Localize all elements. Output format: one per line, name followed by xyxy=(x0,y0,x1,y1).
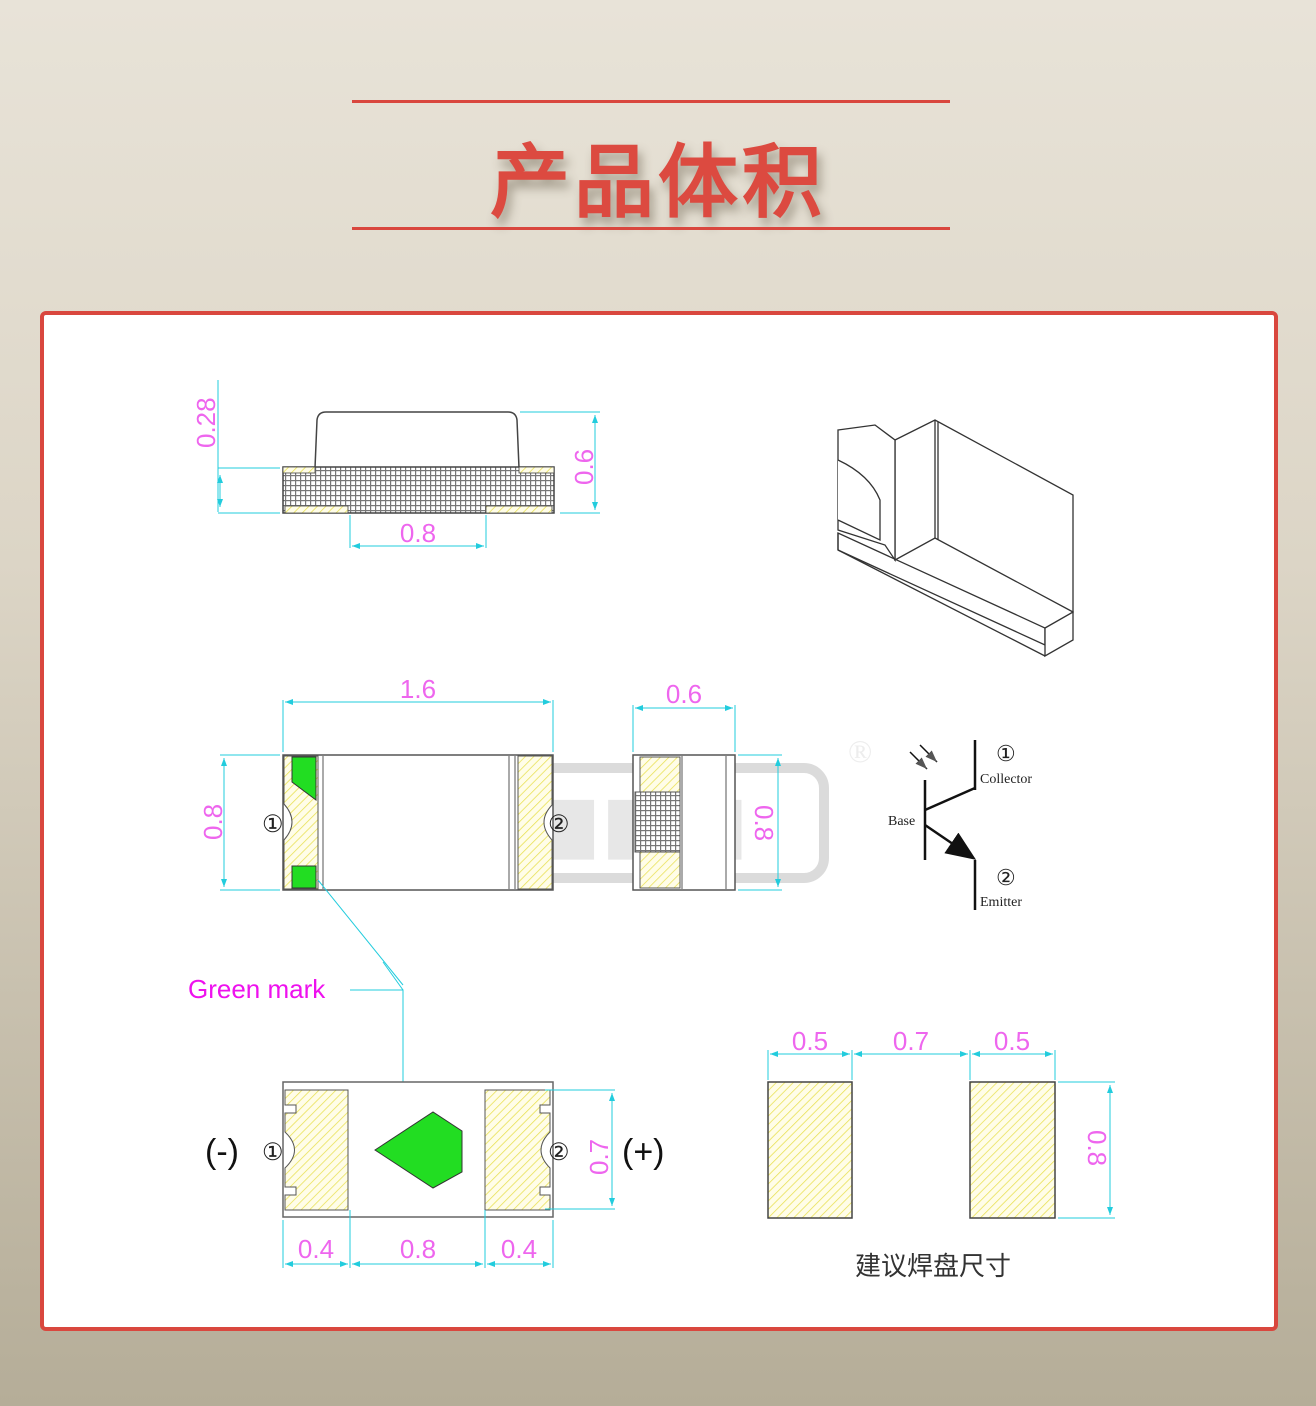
land-dim-gap: 0.7 xyxy=(893,1026,929,1056)
land-dim-pad1: 0.5 xyxy=(792,1026,828,1056)
land-pattern: 0.5 0.7 0.5 0.8 建议焊盘尺寸 xyxy=(767,1026,1115,1282)
dim-top-height: 0.28 xyxy=(191,397,221,448)
green-mark-label: Green mark xyxy=(188,974,326,1004)
land-pattern-caption: 建议焊盘尺寸 xyxy=(855,1252,1011,1282)
green-mark-diamond xyxy=(374,1111,463,1189)
dim-bottom-width: 0.8 xyxy=(400,518,436,548)
green-mark-top xyxy=(291,756,317,801)
collector-label: Collector xyxy=(980,772,1032,787)
end-dim-height: 0.8 xyxy=(749,805,779,841)
page-title: 产品体积 xyxy=(490,136,826,229)
end-dim-width: 0.6 xyxy=(666,679,702,709)
dim-pad-height: 0.7 xyxy=(584,1139,614,1175)
dim-width: 0.8 xyxy=(198,804,228,840)
dim-gap: 0.8 xyxy=(400,1234,436,1264)
registered-mark: ® xyxy=(848,733,872,769)
header-top-rule xyxy=(352,100,950,103)
land-dim-height: 0.8 xyxy=(1082,1130,1112,1166)
dim-total-height: 0.6 xyxy=(569,449,599,485)
dim-right-pad: 0.4 xyxy=(501,1234,537,1264)
header-bottom-rule xyxy=(352,227,950,230)
dim-left-pad: 0.4 xyxy=(298,1234,334,1264)
bottom-view: Green mark (-) ① ② (+) 0.7 0.4 0.8 0.4 xyxy=(188,961,665,1268)
end-view: 0.6 0.8 xyxy=(632,679,782,891)
pin1-label: ① xyxy=(262,812,284,838)
isometric-view xyxy=(837,419,1074,658)
schematic-pin2: ② xyxy=(996,865,1016,890)
top-view: 1.6 0.8 ① ② xyxy=(198,674,570,986)
bottom-pin1: ① xyxy=(262,1140,284,1166)
schematic-pin1: ① xyxy=(996,741,1016,766)
positive-label: (+) xyxy=(622,1133,665,1171)
negative-label: (-) xyxy=(205,1133,239,1171)
land-dim-pad2: 0.5 xyxy=(994,1026,1030,1056)
emitter-label: Emitter xyxy=(980,895,1022,910)
pin2-label: ② xyxy=(548,812,570,838)
side-view: 0.28 0.6 0.8 xyxy=(191,380,600,549)
bottom-pin2: ② xyxy=(548,1140,570,1166)
dim-length: 1.6 xyxy=(400,674,436,704)
base-label: Base xyxy=(888,814,915,829)
phototransistor-schematic xyxy=(909,740,977,910)
